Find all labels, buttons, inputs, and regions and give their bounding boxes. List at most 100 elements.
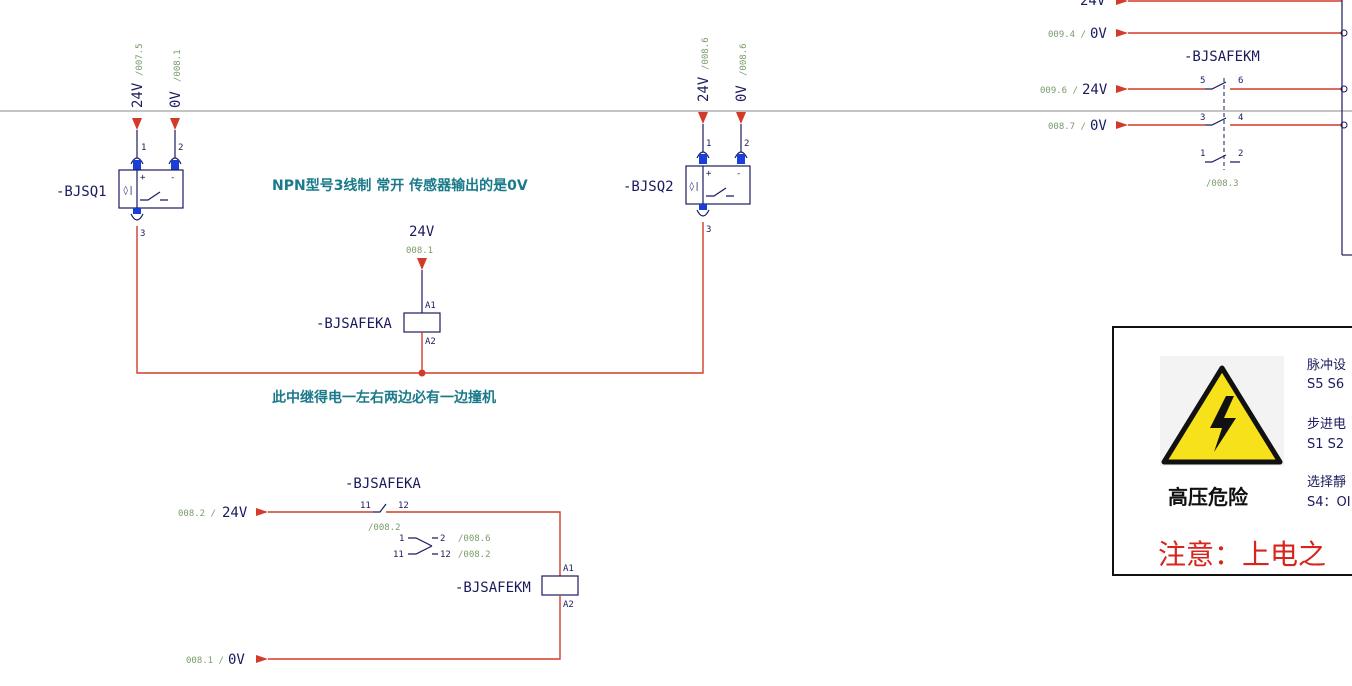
rp-km-name: -BJSAFEKM [1184, 49, 1260, 65]
rp-row2-voltage: 24V [1082, 82, 1108, 98]
svg-text:12: 12 [440, 550, 451, 560]
svg-text:6: 6 [1238, 76, 1243, 86]
contact-ref: /008.2 [368, 523, 401, 533]
relay-a1: A1 [425, 301, 436, 311]
q1-0v-label: 0V [168, 91, 184, 108]
relay-name: -BJSAFEKA [316, 316, 392, 332]
rp-row0-voltage: 24V [1080, 0, 1106, 9]
q2-terminal-1 [699, 154, 707, 164]
q2-term3: 3 [706, 225, 711, 235]
q1-sensor-symbol-icon: ◊| [123, 185, 134, 196]
q2-sensor-body [685, 165, 751, 205]
q2-0v-arrow-icon [736, 112, 746, 124]
contact-name: -BJSAFEKA [345, 476, 421, 492]
q2-0v-ref: /008.6 [739, 43, 749, 76]
relay-bjsafeka[interactable]: 24V 008.1 A1 A2 -BJSAFEKA [316, 224, 441, 373]
rp-row1-voltage: 0V [1090, 26, 1107, 42]
q1-term2: 2 [178, 143, 183, 153]
c2-top-ref: 008.2 / [178, 509, 216, 519]
lightning-bolt-icon [1210, 396, 1236, 452]
q2-sensor-symbol-icon: ◊| [689, 181, 700, 192]
q1-term1: 1 [141, 143, 146, 153]
q1-terminal-2 [171, 160, 179, 170]
contact-nc-icon [373, 503, 387, 513]
relay-coil [403, 312, 441, 333]
npn-note: NPN型号3线制 常开 传感器输出的是0V [272, 177, 528, 194]
q1-term3: 3 [140, 229, 145, 239]
sensor-q1[interactable]: 24V /007.5 0V /008.1 1 2 ◊| + - 3 -BJSQ1 [56, 43, 184, 239]
q1-sensor-body [118, 169, 184, 209]
svg-text:A1: A1 [563, 564, 574, 574]
svg-text:/008.2: /008.2 [458, 550, 491, 560]
warning-line-2: S5 S6 [1307, 377, 1344, 392]
sensor-q2[interactable]: 24V /008.6 0V /008.6 1 2 ◊| + - 3 -BJSQ2 [623, 37, 751, 235]
svg-text:11: 11 [360, 501, 371, 511]
svg-text:1: 1 [1200, 149, 1205, 159]
svg-text:-: - [736, 169, 741, 179]
q1-0v-ref: /008.1 [173, 49, 183, 82]
rp-row1-arrow-icon [1116, 29, 1128, 37]
sensor-output-wire [136, 222, 704, 374]
warning-line-1: 脉冲设 [1307, 358, 1346, 373]
junction-dot [418, 369, 426, 377]
warning-line-4: S1 S2 [1307, 437, 1344, 452]
q2-24v-label: 24V [696, 76, 712, 102]
relay-a2: A2 [425, 337, 436, 347]
q2-terminal-2 [737, 154, 745, 164]
svg-text:4: 4 [1238, 113, 1243, 123]
rp-row3-arrow-icon [1116, 121, 1128, 129]
q1-24v-label: 24V [130, 82, 146, 108]
c2-top-arrow-icon [256, 508, 268, 516]
q1-24v-ref: /007.5 [135, 43, 145, 76]
svg-text:11: 11 [393, 550, 404, 560]
svg-text:5: 5 [1200, 76, 1205, 86]
warning-line-6: S4：OI [1307, 495, 1351, 510]
q1-0v-arrow-icon [170, 118, 180, 130]
q2-term1: 1 [706, 139, 711, 149]
q1-switch-icon [140, 191, 168, 201]
rp-row1-ref: 009.4 / [1048, 30, 1086, 40]
q1-24v-arrow-icon [132, 118, 142, 130]
relay-note: 此中继得电一左右两边必有一边撞机 [272, 389, 496, 406]
circuit-km-coil[interactable]: -BJSAFEKA 11 12 /008.2 008.2 / 24V 1 2 /… [178, 476, 579, 668]
rp-km-ref: /008.3 [1206, 179, 1239, 189]
svg-text:2: 2 [1238, 149, 1243, 159]
svg-text:+: + [140, 173, 146, 183]
q2-name: -BJSQ2 [623, 179, 674, 195]
q2-term2: 2 [744, 139, 749, 149]
svg-text:-: - [170, 173, 175, 183]
right-power-panel[interactable]: 24V 009.4 / 0V -BJSAFEKM 5 6 009.6 / 24V… [1040, 0, 1352, 256]
svg-text:2: 2 [440, 534, 445, 544]
relay-supply-arrow-icon [417, 258, 427, 270]
relay-supply-ref: 008.1 [406, 246, 433, 256]
rp-row3-voltage: 0V [1090, 118, 1107, 134]
q2-24v-arrow-icon [698, 112, 708, 124]
c2-bottom-voltage: 0V [228, 652, 245, 668]
q2-switch-icon [706, 187, 734, 197]
attention-text: 注意：上电之 [1158, 538, 1326, 571]
relay-supply-label: 24V [409, 224, 435, 240]
rp-row2-ref: 009.6 / [1040, 86, 1078, 96]
rp-row2-arrow-icon [1116, 85, 1128, 93]
warning-panel: 高压危险 脉冲设 S5 S6 步进电 S1 S2 选择靜 S4：OI 注意：上电… [1112, 326, 1352, 576]
svg-text:1: 1 [399, 534, 404, 544]
svg-text:12: 12 [398, 501, 409, 511]
rp-row3-ref: 008.7 / [1048, 122, 1086, 132]
km-coil [541, 575, 579, 596]
rp-contact-3-icon [1205, 154, 1240, 163]
svg-text:A2: A2 [563, 600, 574, 610]
warning-line-3: 步进电 [1307, 417, 1346, 432]
svg-text:/008.6: /008.6 [458, 534, 491, 544]
q2-0v-label: 0V [734, 85, 750, 102]
c2-top-voltage: 24V [222, 505, 248, 521]
svg-text:3: 3 [1200, 113, 1205, 123]
warning-line-5: 选择靜 [1307, 475, 1346, 490]
aux-contact-icon [408, 537, 438, 555]
q1-terminal-1 [133, 160, 141, 170]
km-coil-name: -BJSAFEKM [455, 580, 531, 596]
hv-label: 高压危险 [1168, 485, 1249, 509]
c2-bottom-ref: 008.1 / [186, 656, 224, 666]
svg-text:+: + [706, 169, 712, 179]
q1-name: -BJSQ1 [56, 184, 107, 200]
